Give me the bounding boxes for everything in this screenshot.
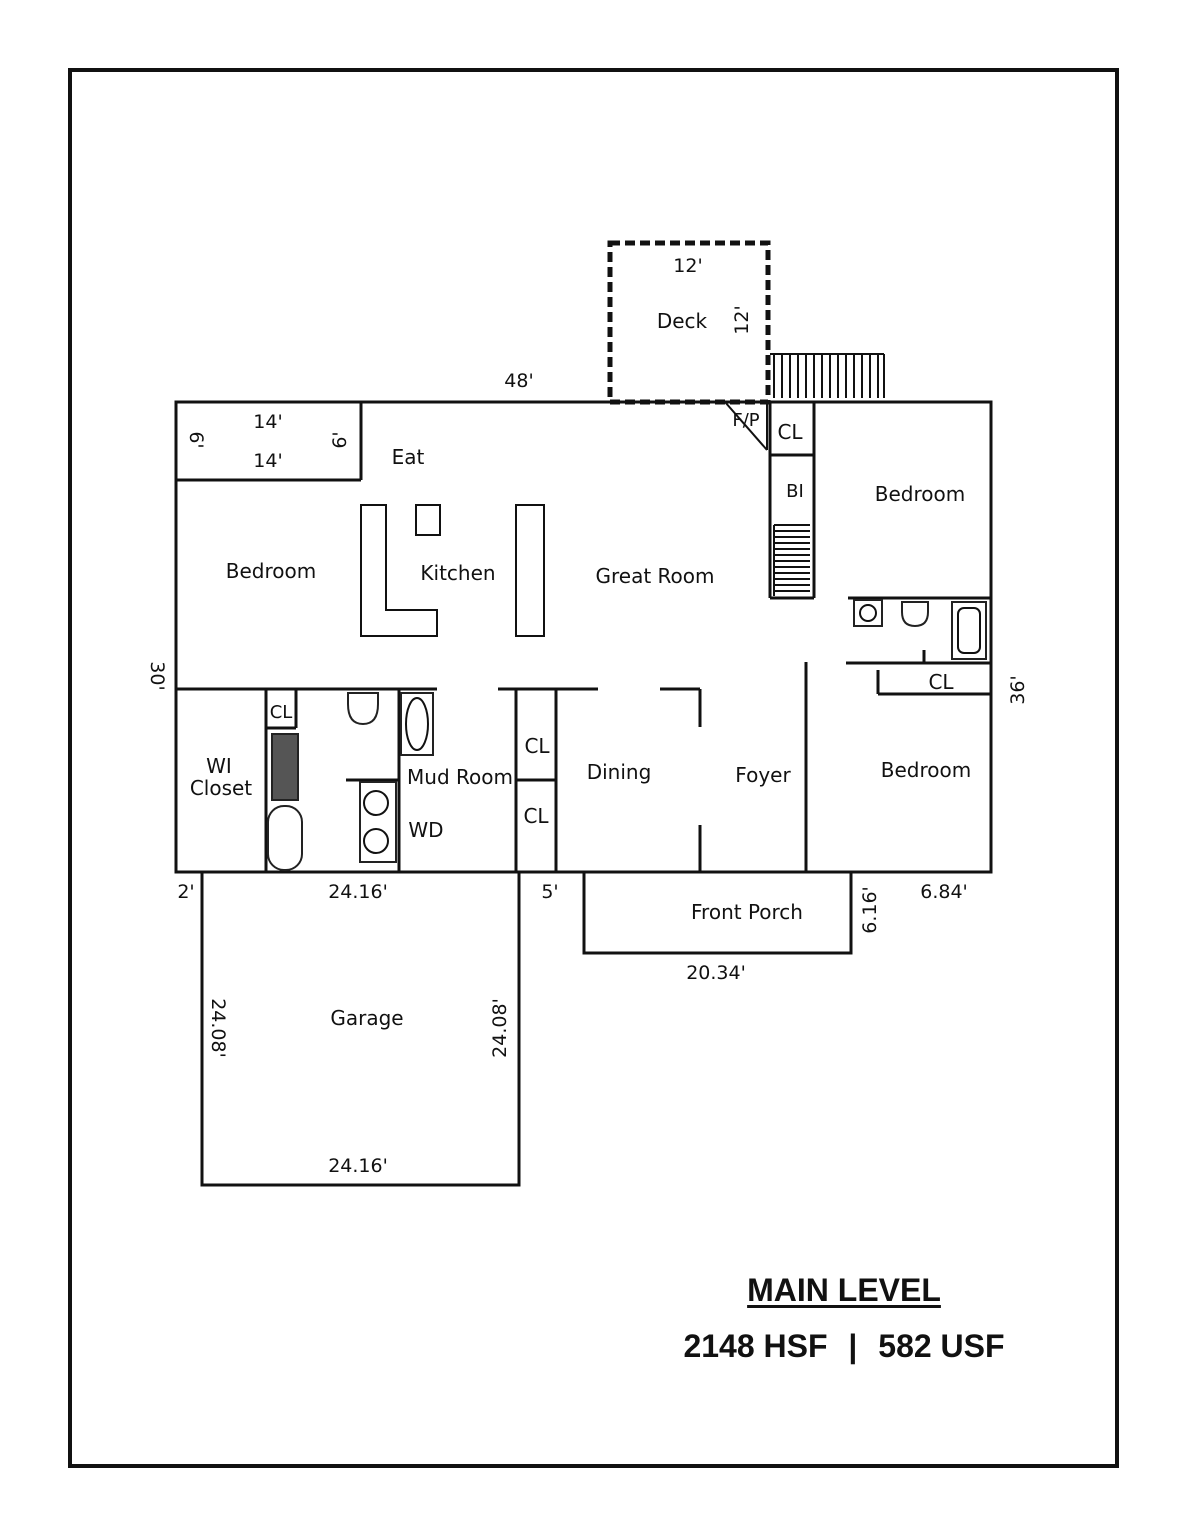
deck-outline: [607, 240, 771, 405]
closet-hall-1-label: CL: [524, 734, 550, 758]
fireplace: [724, 401, 768, 451]
plan-area-summary: 2148 HSF | 582 USF: [640, 1328, 1048, 1365]
dining-label: Dining: [587, 760, 652, 784]
built-in-label: BI: [786, 481, 804, 502]
fireplace-label: F/P: [732, 410, 759, 431]
freestanding-tub-icon: [267, 805, 303, 871]
bath-right-walls: [846, 596, 991, 696]
unheated-square-feet: 582 USF: [878, 1328, 1005, 1364]
closet-top-label: CL: [777, 420, 803, 444]
closet-bath-label: CL: [270, 702, 293, 723]
garage-label: Garage: [330, 1006, 403, 1030]
house-width-dim: 48': [504, 370, 533, 392]
kitchen-island: [515, 504, 545, 637]
bathtub-inner: [957, 607, 981, 654]
house-depth-right-dim: 36': [1007, 675, 1029, 704]
plan-title: MAIN LEVEL: [640, 1272, 1048, 1309]
dryer-icon: [363, 828, 389, 854]
front-porch-outline: [582, 872, 853, 955]
porch-right-offset-dim: 6.84': [920, 881, 968, 903]
mud-room-label: Mud Room: [407, 765, 513, 789]
closet-right-label: CL: [928, 670, 954, 694]
toilet-icon: [901, 601, 929, 628]
eat-label: Eat: [392, 445, 425, 469]
porch-depth-dim: 6.16': [859, 886, 881, 934]
master-bath-walls: [264, 689, 401, 872]
area-separator: |: [848, 1328, 858, 1364]
shower-icon: [271, 733, 299, 801]
closet-hall-2-label: CL: [523, 804, 549, 828]
sink-icon: [853, 599, 883, 627]
stair-column: [768, 402, 816, 600]
hall-walls: [399, 687, 702, 872]
sunroom-width-top-dim: 14': [253, 411, 282, 433]
wi-closet-label-2: Closet: [190, 776, 252, 800]
garage-outline: [200, 872, 521, 1187]
deck-width-dim: 12': [673, 255, 702, 277]
kitchen-counter-return: [360, 504, 441, 636]
foyer-label: Foyer: [735, 763, 791, 787]
wd-label: WD: [408, 818, 443, 842]
house-depth-left-dim: 30': [146, 661, 168, 690]
porch-offset-dim: 5': [541, 881, 558, 903]
page-frame: [68, 68, 1119, 1468]
washer-icon: [363, 790, 389, 816]
great-room-label: Great Room: [596, 564, 715, 588]
deck-label: Deck: [657, 309, 708, 333]
deck-stairs: [770, 353, 885, 398]
plan-title-text: MAIN LEVEL: [747, 1272, 941, 1308]
sink-basin: [859, 604, 877, 622]
bedroom-right-top-label: Bedroom: [875, 482, 965, 506]
garage-width-top-dim: 24.16': [328, 881, 388, 903]
sunroom-depth-right-dim: 6': [329, 431, 351, 448]
sunroom-walls: [176, 402, 363, 482]
garage-width-bottom-dim: 24.16': [328, 1155, 388, 1177]
garage-depth-left-dim: 24.08': [207, 998, 229, 1058]
porch-width-dim: 20.34': [686, 962, 746, 984]
bedroom-left-label: Bedroom: [226, 559, 316, 583]
kitchen-label: Kitchen: [420, 561, 495, 585]
heated-square-feet: 2148 HSF: [683, 1328, 828, 1364]
wi-closet-label-1: WI: [206, 754, 232, 778]
bath-toilet-icon: [347, 692, 379, 726]
front-porch-label: Front Porch: [691, 900, 803, 924]
garage-depth-right-dim: 24.08': [489, 998, 511, 1058]
washer-dryer-icon: [359, 781, 397, 863]
garage-offset-dim: 2': [177, 881, 194, 903]
staircase: [773, 524, 810, 596]
house-outline: [174, 400, 993, 874]
vanity-basin: [405, 697, 429, 751]
deck-depth-dim: 12': [731, 305, 753, 334]
bedroom-right-bottom-label: Bedroom: [881, 758, 971, 782]
sunroom-depth-left-dim: 6': [185, 431, 207, 448]
sunroom-width-bottom-dim: 14': [253, 450, 282, 472]
